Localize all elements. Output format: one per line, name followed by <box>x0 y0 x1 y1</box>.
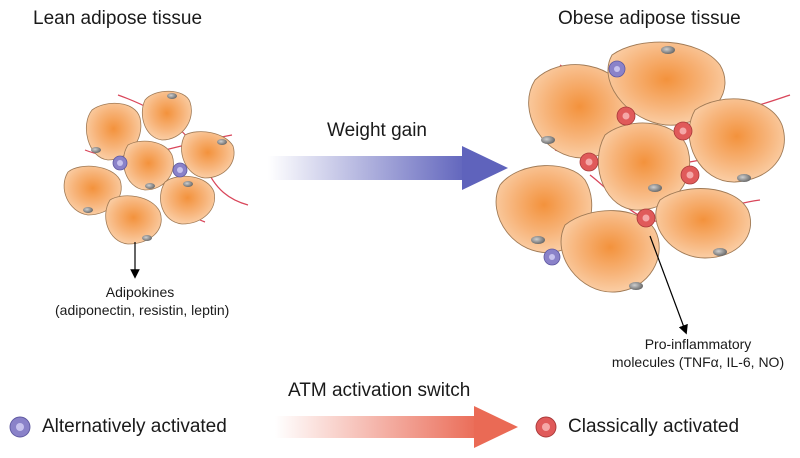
obese-adipocyte <box>655 188 751 259</box>
adipokines-line1: Adipokines <box>105 284 175 300</box>
obese-classic-macrophage <box>616 106 636 126</box>
atm-switch-arrow <box>275 406 518 448</box>
weight-gain-label: Weight gain <box>327 120 427 141</box>
lean-adipocyte <box>181 131 235 179</box>
obese-alt-macrophage <box>608 60 626 78</box>
lean-alt-macrophage <box>112 155 128 171</box>
obese-title: Obese adipose tissue <box>558 8 741 29</box>
proinflammatory-label: Pro-inflammatory molecules (TNFα, IL-6, … <box>598 336 798 371</box>
weight-gain-arrow <box>268 146 508 190</box>
lean-adipocyte <box>63 165 122 216</box>
proinflammatory-line2: molecules (TNFα, IL-6, NO) <box>611 353 785 370</box>
adipokines-label: Adipokines (adiponectin, resistin, lepti… <box>55 284 230 319</box>
obese-adipocyte <box>688 98 785 183</box>
lean-tissue-cluster <box>63 90 249 245</box>
obese-adipocyte <box>560 210 660 293</box>
adipokines-line2: (adiponectin, resistin, leptin) <box>55 301 230 318</box>
atm-switch-label: ATM activation switch <box>288 380 471 401</box>
obese-classic-macrophage <box>680 165 700 185</box>
obese-tissue-cluster <box>495 41 791 293</box>
proinflammatory-line1: Pro-inflammatory <box>644 336 752 352</box>
legend-alt-macrophage-icon <box>9 416 31 438</box>
obese-classic-macrophage <box>579 152 599 172</box>
obese-adipocyte <box>597 122 691 211</box>
lean-title: Lean adipose tissue <box>33 8 203 29</box>
obese-alt-macrophage <box>543 248 561 266</box>
lean-adipocyte <box>141 90 192 141</box>
legend-classic-macrophage-icon <box>535 416 557 438</box>
legend-alternative-label: Alternatively activated <box>42 416 227 437</box>
obese-classic-macrophage <box>673 121 693 141</box>
lean-adipocyte <box>160 175 215 225</box>
lean-alt-macrophage <box>172 162 188 178</box>
obese-classic-macrophage <box>636 208 656 228</box>
proinflammatory-arrow <box>649 235 688 335</box>
lean-adipocyte <box>105 195 162 245</box>
legend-classical-label: Classically activated <box>568 416 740 437</box>
